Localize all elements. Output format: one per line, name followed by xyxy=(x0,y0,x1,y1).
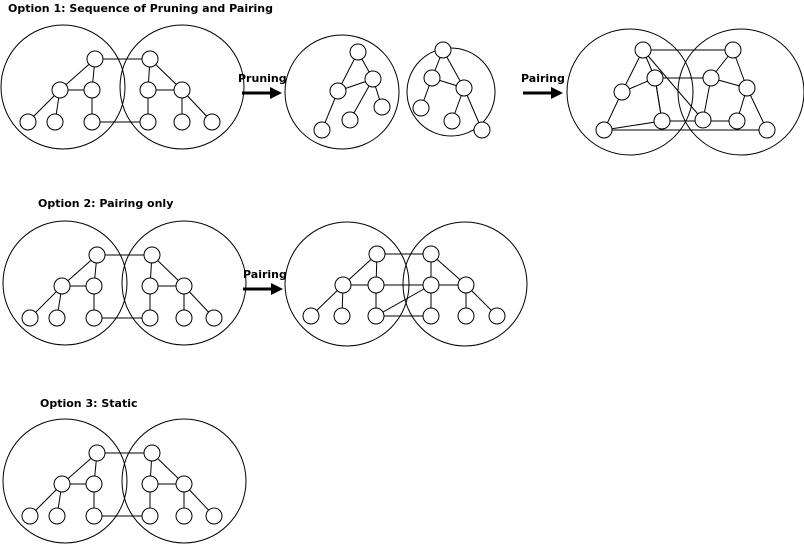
option1-pairing-label: Pairing xyxy=(521,72,565,85)
option1-pruning-label: Pruning xyxy=(238,72,287,85)
option3-title: Option 3: Static xyxy=(40,397,138,410)
option2-pairing-arrow xyxy=(241,281,285,297)
option2-static-pair xyxy=(2,220,247,346)
option1-pruned-left xyxy=(284,34,400,150)
option1-pruning-arrow xyxy=(240,85,284,101)
option1-static-pair xyxy=(0,24,245,150)
option1-pairing-arrow xyxy=(521,85,565,101)
option2-title: Option 2: Pairing only xyxy=(38,197,173,210)
option2-pairing-label: Pairing xyxy=(243,268,287,281)
option2-paired-result xyxy=(284,221,528,347)
option3-static-pair xyxy=(2,418,247,544)
option1-pruned-right xyxy=(406,41,496,139)
option1-paired-result xyxy=(566,28,804,156)
option1-title: Option 1: Sequence of Pruning and Pairin… xyxy=(8,2,273,15)
